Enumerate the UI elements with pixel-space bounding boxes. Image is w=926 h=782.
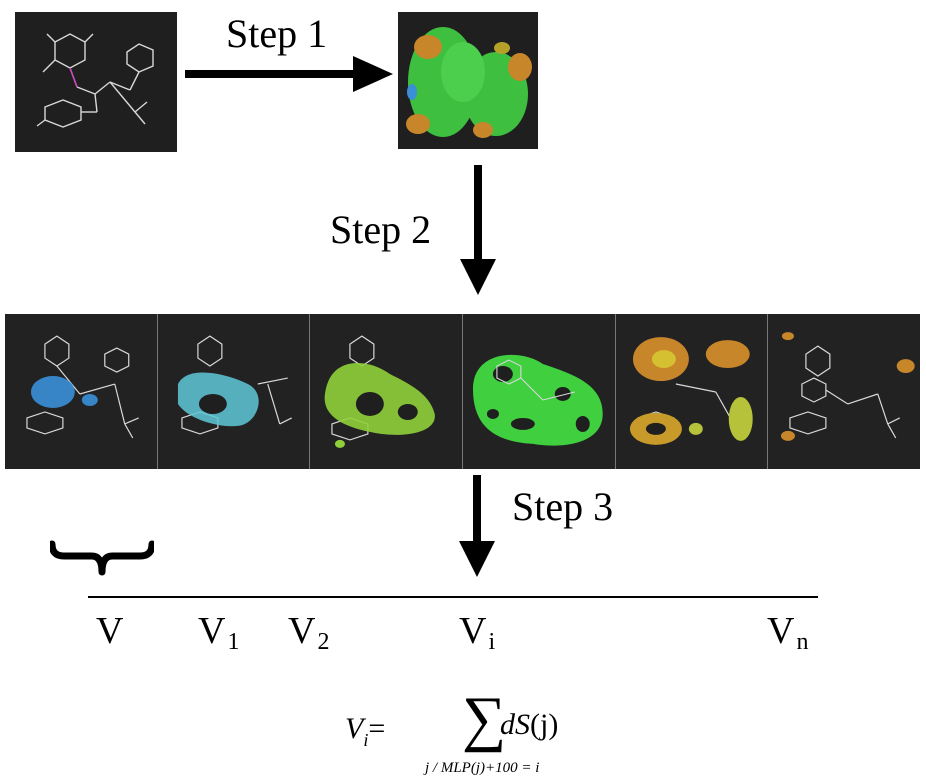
step2-arrow xyxy=(460,165,496,295)
step1-arrow xyxy=(185,56,393,92)
bin-brace-icon xyxy=(50,540,154,576)
axis-label-v2: V2 xyxy=(288,610,330,655)
isosurface-panel-6 xyxy=(768,314,920,469)
step3-label: Step 3 xyxy=(512,484,614,529)
isosurface-panel-3 xyxy=(310,314,464,469)
summation-sign: ∑ xyxy=(462,685,507,753)
isosurface-panel-1 xyxy=(5,314,158,469)
summation-limits: j / MLP(j)+100 = i xyxy=(425,760,540,776)
formula-lhs: Vi= xyxy=(345,712,386,750)
isosurface-green-image xyxy=(472,354,603,446)
molecule-wireframe-panel xyxy=(15,12,177,152)
axis-label-vi: Vi xyxy=(459,610,496,655)
molecular-surface-image xyxy=(398,12,538,149)
molecular-surface-panel xyxy=(398,12,538,149)
step1-label: Step 1 xyxy=(226,11,328,56)
isosurface-panel-5 xyxy=(616,314,769,469)
isosurface-panel-2 xyxy=(158,314,311,469)
molecule-wireframe-image xyxy=(36,33,154,128)
volume-axis-line xyxy=(88,596,818,598)
isosurface-cyan-image xyxy=(177,335,292,435)
axis-label-v: V xyxy=(96,610,124,652)
axis-label-v1: V1 xyxy=(198,610,240,655)
isosurface-sparse-orange-image xyxy=(781,332,916,441)
step2-label: Step 2 xyxy=(330,207,432,252)
isosurface-strip xyxy=(5,314,920,469)
axis-label-vn: Vn xyxy=(767,610,809,655)
step3-arrow xyxy=(459,475,495,577)
isosurface-blue-image xyxy=(26,335,139,439)
isosurface-orange-image xyxy=(629,337,753,445)
isosurface-panel-4 xyxy=(463,314,616,469)
formula-summand: dS(j) xyxy=(500,708,559,741)
isosurface-yellow-green-image xyxy=(324,335,436,448)
